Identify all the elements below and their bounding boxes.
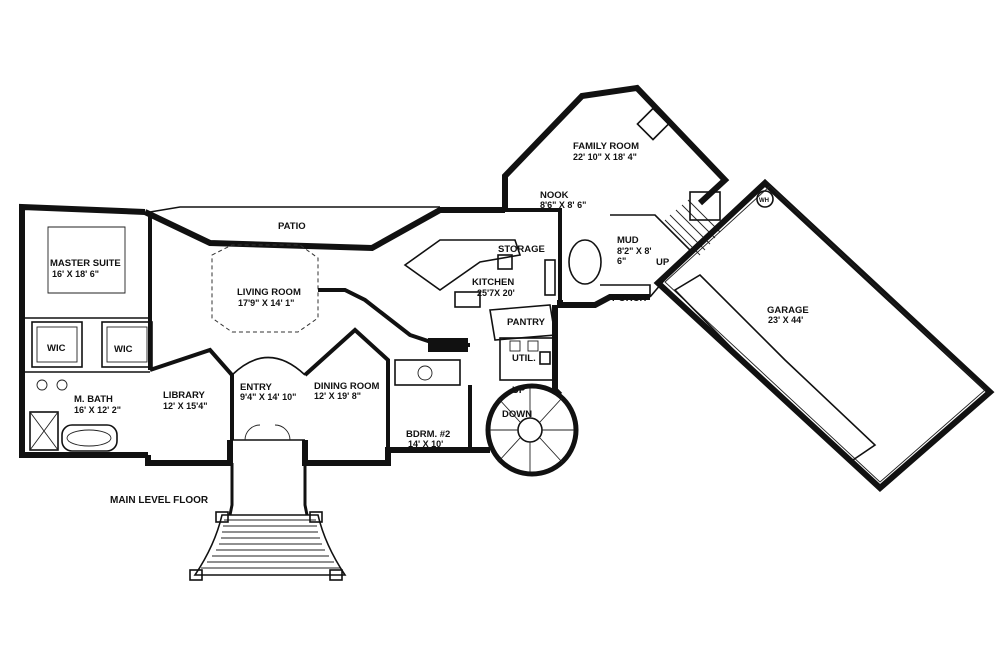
family-room-label: FAMILY ROOM <box>573 141 639 152</box>
library-wall <box>149 347 234 440</box>
bathtub <box>61 424 118 452</box>
mud-label: MUD <box>617 235 639 246</box>
exterior-walls <box>19 84 730 466</box>
kitchen-right-wall <box>502 84 730 210</box>
mud-dims: 8'2" X 8' <box>617 246 652 256</box>
util-room <box>499 337 556 381</box>
floor-title: MAIN LEVEL FLOOR <box>110 495 209 506</box>
library-dims: 12' X 15'4" <box>163 401 208 411</box>
family-room-dims: 22' 10" X 18' 4" <box>573 152 637 162</box>
kitchen-label: KITCHEN <box>472 277 514 288</box>
storage-label: STORAGE <box>498 244 545 255</box>
garage-label: GARAGE <box>767 305 809 316</box>
porch-outline <box>600 284 651 297</box>
nook-label: NOOK <box>540 190 569 201</box>
wic-right-room <box>101 321 153 368</box>
patio-label: PATIO <box>278 221 306 232</box>
living-room-label: LIVING ROOM <box>237 287 301 298</box>
shower <box>29 411 59 451</box>
nook-dims: 8'6" X 8' 6" <box>540 200 586 210</box>
storage-closet <box>497 254 513 270</box>
interior-walls <box>22 107 721 477</box>
stair-flight <box>193 514 347 576</box>
dining-room-label: DINING ROOM <box>314 381 380 392</box>
wic-left-room <box>31 321 83 368</box>
master-suite-label: MASTER SUITE <box>50 258 121 269</box>
pantry-room <box>489 304 556 341</box>
front-steps <box>189 463 347 581</box>
up-main-label: UP <box>512 385 526 396</box>
entry-doors <box>244 424 291 441</box>
garage-structure <box>653 178 995 493</box>
master-ceiling <box>47 226 126 294</box>
master-wing-wall <box>19 203 148 458</box>
down-main-label: DOWN <box>502 409 532 420</box>
porch-label: PORCH <box>612 293 646 304</box>
m-bath-dims: 16' X 12' 2" <box>74 405 121 415</box>
library-label: LIBRARY <box>163 390 206 401</box>
bdrm2-dims: 14' X 10' <box>408 439 443 449</box>
wic-left-label: WIC <box>47 343 66 354</box>
master-suite-dims: 16' X 18' 6" <box>52 269 99 279</box>
kitchen-separator <box>318 288 470 347</box>
up-mud-label: UP <box>656 257 670 268</box>
family-fireplace <box>636 107 670 141</box>
core-right-wall <box>557 294 650 308</box>
entry-label: ENTRY <box>240 382 273 393</box>
water-heater <box>756 190 774 208</box>
util-label: UTIL. <box>512 353 536 364</box>
entry-arch <box>231 356 306 376</box>
living-ceiling <box>211 244 319 333</box>
nook-wall <box>505 208 562 300</box>
spiral-stair <box>485 383 579 477</box>
bdrm2-wall <box>388 385 472 452</box>
kitchen-dims: 25'7X 20' <box>477 288 515 298</box>
pantry-label: PANTRY <box>507 317 546 328</box>
living-top-wall <box>143 207 505 252</box>
dining-wall <box>303 327 390 450</box>
wic-right-label: WIC <box>114 344 133 355</box>
living-room-dims: 17'9" X 14' 1" <box>238 298 294 308</box>
garage-door-track <box>673 273 877 464</box>
m-bath-label: M. BATH <box>74 394 113 405</box>
fireplace <box>428 338 468 352</box>
nook-table <box>568 239 602 285</box>
entry-dims: 9'4" X 14' 10" <box>240 392 296 402</box>
garage-wall <box>653 178 995 493</box>
water-heater-label: WH <box>759 198 769 204</box>
dining-room-dims: 12' X 19' 8" <box>314 391 361 401</box>
kitchen-island <box>403 239 522 291</box>
patio-outline <box>149 206 440 213</box>
bottom-library-wall <box>145 440 233 466</box>
bdrm2-label: BDRM. #2 <box>406 429 450 440</box>
garage-dims: 23' X 44' <box>768 315 803 325</box>
mud-dims-extra: 6" <box>617 256 626 266</box>
